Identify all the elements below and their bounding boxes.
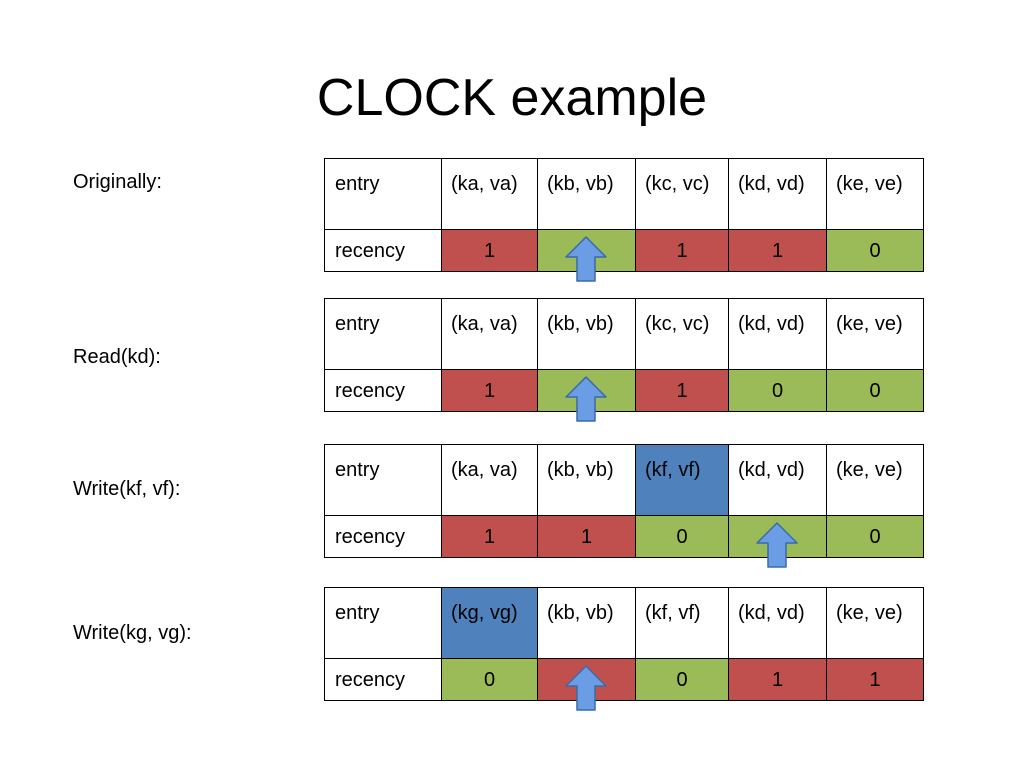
entry-cell: (ke, ve)	[826, 158, 924, 230]
entry-row-header: entry	[324, 298, 442, 370]
recency-cell: 0	[635, 658, 729, 701]
recency-row: recency10100	[324, 369, 924, 412]
recency-row-header: recency	[324, 658, 442, 701]
entry-cell: (ke, ve)	[826, 298, 924, 370]
recency-row: recency11000	[324, 515, 924, 558]
recency-cell: 1	[441, 515, 538, 558]
recency-cell: 0	[728, 369, 827, 412]
entry-row: entry(ka, va)(kb, vb)(kf, vf)(kd, vd)(ke…	[324, 444, 924, 516]
clock-hand-arrow-icon	[565, 665, 607, 711]
entry-cell: (kg, vg)	[441, 587, 538, 659]
recency-cell: 0	[441, 658, 538, 701]
recency-cell: 1	[826, 658, 924, 701]
step-label: Write(kg, vg):	[73, 622, 192, 644]
entry-cell: (ka, va)	[441, 444, 538, 516]
recency-cell: 1	[635, 369, 729, 412]
entry-cell: (kd, vd)	[728, 587, 827, 659]
entry-row-header: entry	[324, 587, 442, 659]
recency-cell: 0	[826, 515, 924, 558]
entry-cell: (ka, va)	[441, 158, 538, 230]
clock-table: entry(ka, va)(kb, vb)(kf, vf)(kd, vd)(ke…	[324, 444, 924, 558]
recency-row-header: recency	[324, 515, 442, 558]
entry-cell: (kb, vb)	[537, 298, 636, 370]
recency-cell: 1	[635, 229, 729, 272]
entry-cell: (kd, vd)	[728, 158, 827, 230]
recency-row-header: recency	[324, 369, 442, 412]
recency-cell: 1	[537, 515, 636, 558]
step-label: Read(kd):	[73, 346, 161, 368]
recency-cell: 1	[441, 369, 538, 412]
step-label: Write(kf, vf):	[73, 478, 181, 500]
entry-cell: (kc, vc)	[635, 298, 729, 370]
clock-hand-arrow-icon	[565, 236, 607, 282]
recency-row-header: recency	[324, 229, 442, 272]
step-label: Originally:	[73, 171, 162, 193]
entry-cell: (kf, vf)	[635, 444, 729, 516]
recency-cell: 0	[826, 369, 924, 412]
clock-table: entry(ka, va)(kb, vb)(kc, vc)(kd, vd)(ke…	[324, 158, 924, 272]
recency-cell: 1	[728, 658, 827, 701]
entry-cell: (ke, ve)	[826, 444, 924, 516]
entry-row-header: entry	[324, 158, 442, 230]
entry-cell: (ka, va)	[441, 298, 538, 370]
entry-row: entry(kg, vg)(kb, vb)(kf, vf)(kd, vd)(ke…	[324, 587, 924, 659]
entry-cell: (kf, vf)	[635, 587, 729, 659]
entry-cell: (kd, vd)	[728, 444, 827, 516]
entry-cell: (kb, vb)	[537, 158, 636, 230]
recency-cell: 0	[826, 229, 924, 272]
entry-cell: (kc, vc)	[635, 158, 729, 230]
entry-row: entry(ka, va)(kb, vb)(kc, vc)(kd, vd)(ke…	[324, 298, 924, 370]
entry-row: entry(ka, va)(kb, vb)(kc, vc)(kd, vd)(ke…	[324, 158, 924, 230]
recency-cell: 0	[635, 515, 729, 558]
slide-title: CLOCK example	[316, 69, 708, 127]
recency-row: recency10110	[324, 229, 924, 272]
clock-table: entry(ka, va)(kb, vb)(kc, vc)(kd, vd)(ke…	[324, 298, 924, 412]
recency-cell: 1	[441, 229, 538, 272]
entry-cell: (kb, vb)	[537, 444, 636, 516]
clock-hand-arrow-icon	[565, 376, 607, 422]
clock-hand-arrow-icon	[756, 522, 798, 568]
entry-cell: (kb, vb)	[537, 587, 636, 659]
clock-table: entry(kg, vg)(kb, vb)(kf, vf)(kd, vd)(ke…	[324, 587, 924, 701]
entry-cell: (kd, vd)	[728, 298, 827, 370]
entry-row-header: entry	[324, 444, 442, 516]
recency-row: recency01011	[324, 658, 924, 701]
recency-cell: 1	[728, 229, 827, 272]
entry-cell: (ke, ve)	[826, 587, 924, 659]
